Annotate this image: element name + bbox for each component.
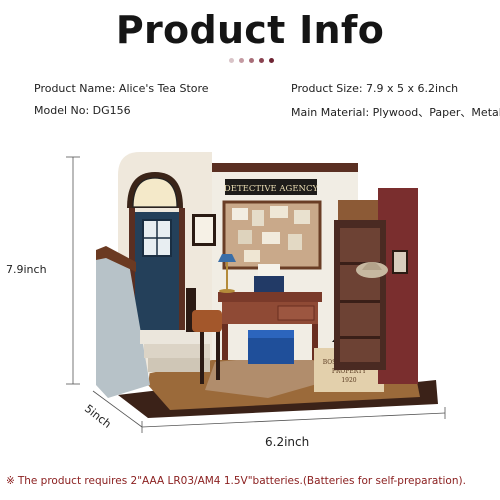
desk-leg [312,324,318,360]
spec-product-size: Product Size: 7.9 x 5 x 6.2inch [291,82,459,95]
accent-dot [269,58,274,63]
stair-step [140,330,210,344]
desk-lamp [218,254,236,262]
dimension-height: 7.9inch [6,263,47,276]
suitcase [338,200,378,220]
spec-model-no: Model No: DG156 [34,104,131,117]
desk-top [218,292,322,302]
stair-railing [96,246,136,272]
leather-bag [192,310,222,332]
door-frame-right [179,208,185,334]
desk-leg [222,324,228,360]
rug [205,354,345,398]
door-fanlight [132,177,178,208]
stair-wall [96,258,150,398]
page-title: Product Info [115,8,385,52]
accent-dots [229,58,274,63]
chair-back [186,288,196,328]
accent-dot [239,58,244,63]
spec-main-material: Main Material: Plywood、Paper、Metal [291,106,500,119]
accent-dot [249,58,254,63]
box-text: 1920 [341,377,356,384]
door-frame-left [129,208,135,334]
accent-dot [259,58,264,63]
spec-product-name: Product Name: Alice's Tea Store [34,82,209,95]
detective-sign-text: DETECTIVE AGENCY [224,184,319,194]
footnote-mark: ※ [6,475,15,487]
box-text: PROPERTY [332,368,367,375]
detective-sign [225,179,317,195]
battery-footnote: ※The product requires 2"AAA LR03/AM4 1.5… [6,475,466,487]
accent-dot [229,58,234,63]
footnote-text: The product requires 2"AAA LR03/AM4 1.5V… [17,475,466,487]
dimension-lines [66,156,446,433]
back-wall-top-beam [212,163,358,172]
typewriter [254,276,284,292]
dimension-width: 6.2inch [265,435,310,449]
